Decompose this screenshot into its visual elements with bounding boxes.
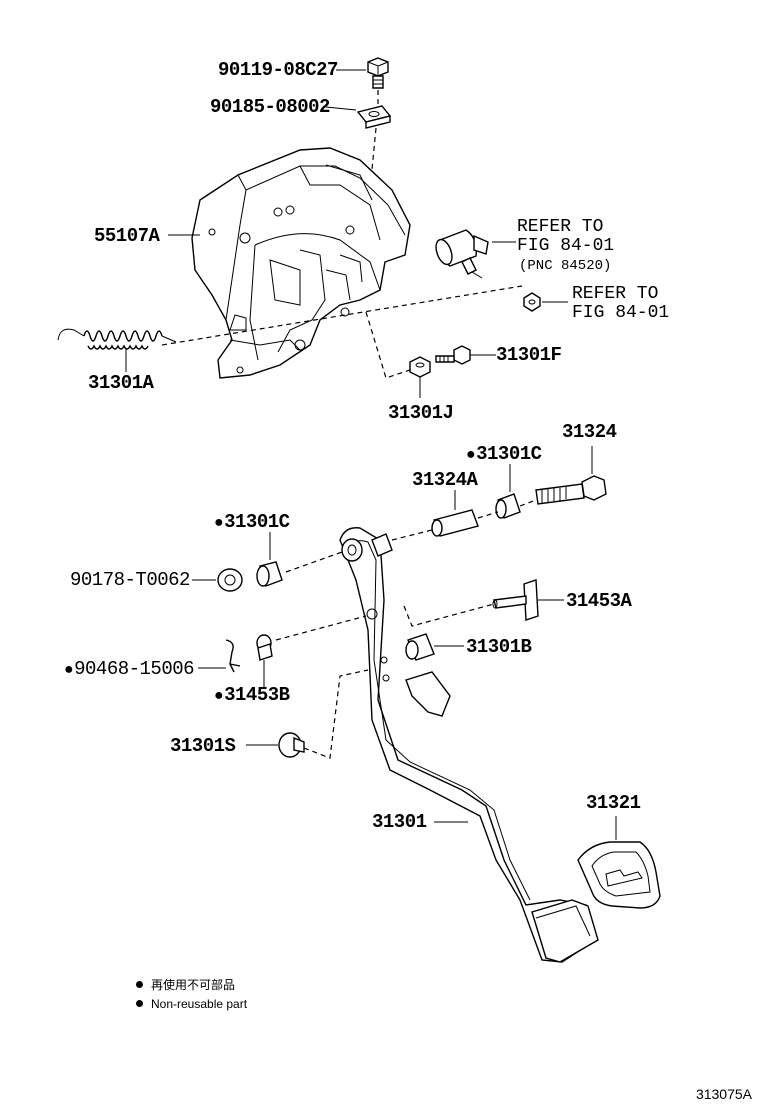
label-refer1-pnc: (PNC 84520) [519,258,612,274]
cushion-31301S-icon [278,732,305,758]
bullet-icon [136,1000,143,1007]
label-31301: 31301 [372,811,427,833]
stop-lamp-switch-icon [435,229,489,279]
switch-nut-icon [523,292,541,312]
clip-90468-icon [225,639,241,673]
label-31301F: 31301F [496,344,562,366]
label-90185-08002: 90185-08002 [210,96,330,118]
figure-number: 313075A [695,1086,752,1102]
bush-31301C-left-icon [256,561,283,587]
label-refer1-line2: FIG 84-01 [517,236,615,256]
bracket-55107A-icon [191,147,411,379]
label-refer1-line1: REFER TO [517,217,604,237]
label-31301A: 31301A [88,372,154,394]
legend-jp: 再使用不可部品 [136,977,235,993]
label-refer2-line2: FIG 84-01 [572,303,670,323]
label-31301B: 31301B [466,636,532,658]
non-reusable-marker: ● [64,661,74,679]
label-31453A: 31453A [566,590,632,612]
bolt-31301F-icon [435,345,471,365]
non-reusable-marker: ● [214,514,224,532]
non-reusable-marker: ● [466,446,476,464]
legend-en: Non-reusable part [136,996,247,1012]
bush-31301C-upper-icon [495,493,521,519]
label-31324: 31324 [562,421,617,443]
label-90119-08C27: 90119-08C27 [218,59,338,81]
label-90468-15006: ●90468-15006 [64,658,195,680]
non-reusable-marker: ● [214,687,224,705]
pedal-pad-31321-icon [577,841,661,909]
label-90178-T0062: 90178-T0062 [70,569,190,591]
bolt-31324-icon [535,475,607,505]
label-55107A: 55107A [94,225,160,247]
bullet-icon [136,981,143,988]
stopper-31301B-icon [405,633,435,661]
label-31301J: 31301J [388,402,454,424]
bolt-90119-icon [367,57,389,89]
collar-31324A-icon [431,509,479,537]
label-31453B: ●31453B [214,684,290,706]
label-31324A: 31324A [412,469,478,491]
pin-31453A-icon [492,579,539,621]
brake-pedal-31301-icon [339,527,599,963]
return-spring-31301A-icon [57,328,177,350]
label-refer2-line1: REFER TO [572,284,659,304]
nut-31301J-icon [409,356,431,378]
label-31321: 31321 [586,792,641,814]
nut-90178-icon [217,568,243,592]
bush-31453B-icon [256,634,273,661]
label-31301S: 31301S [170,735,236,757]
label-31301C-left: ●31301C [214,511,290,533]
nut-90185-icon [356,105,392,129]
label-31301C-upper: ●31301C [466,443,542,465]
